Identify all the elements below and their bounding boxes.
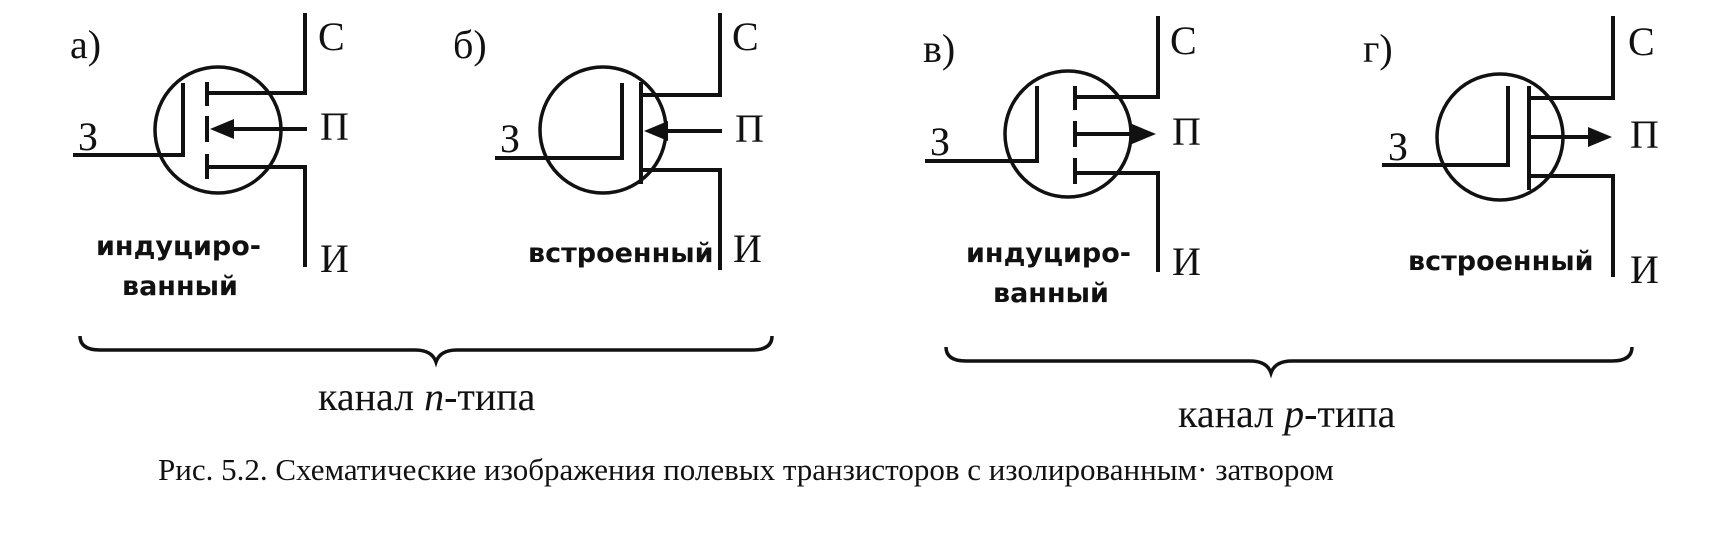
panel-c-source-label: И — [1172, 239, 1201, 284]
panel-d-arrow-out — [1588, 127, 1612, 147]
panel-a-drain-lead — [205, 13, 307, 95]
panel-d-gate-lead — [1382, 86, 1510, 167]
panel-c: в) С З П И индуциро- ванный — [923, 16, 1201, 309]
panel-d-drain-lead — [1527, 16, 1615, 100]
panel-b-source-label: И — [733, 226, 762, 271]
panel-b-note-line1: встроенный — [528, 238, 714, 269]
panel-c-substrate-label: П — [1172, 109, 1201, 154]
panel-d: г) С З П И встроенный — [1363, 16, 1659, 292]
panel-b-letter: б) — [453, 22, 487, 67]
panel-a-gate-label: З — [78, 114, 98, 159]
panel-b-arrow-in — [644, 121, 668, 141]
panel-d-drain-label: С — [1628, 19, 1655, 64]
panel-d-note-line1: встроенный — [1408, 246, 1594, 277]
group-n-suffix: -типа — [444, 374, 536, 419]
panel-c-arrow-out — [1132, 124, 1156, 144]
group-n-italic: n — [424, 374, 444, 419]
panel-a-letter: а) — [70, 22, 101, 67]
panel-c-note-line2: ванный — [993, 278, 1109, 309]
panel-d-gate-label: З — [1388, 124, 1408, 169]
group-n-label: канал n-типа — [318, 374, 536, 419]
panel-b-gate-label: З — [500, 116, 520, 161]
brace-n-channel — [78, 335, 774, 368]
panel-b-gate-lead — [495, 83, 624, 160]
panel-b: б) С З П И встроенный — [453, 13, 764, 271]
panel-a-source-label: И — [320, 236, 349, 281]
panel-d-substrate-label: П — [1630, 112, 1659, 157]
panel-c-note-line1: индуциро- — [966, 238, 1131, 269]
panel-c-drain-label: С — [1170, 18, 1197, 63]
panel-d-source-label: И — [1630, 247, 1659, 292]
panel-a-substrate-label: П — [320, 104, 349, 149]
group-p-suffix: -типа — [1304, 391, 1396, 436]
panel-b-drain-label: С — [732, 14, 759, 59]
panel-b-substrate-label: П — [735, 106, 764, 151]
panel-a-gate-lead — [73, 83, 185, 157]
panel-c-source-lead — [1073, 171, 1160, 272]
panel-a-arrow-in — [210, 119, 234, 139]
panel-a-source-lead — [205, 165, 307, 267]
panel-a-note-line1: индуциро- — [96, 231, 261, 262]
group-n-prefix: канал — [318, 374, 424, 419]
panel-d-letter: г) — [1363, 26, 1393, 71]
panel-d-source-lead — [1527, 174, 1615, 277]
panel-b-source-lead — [639, 168, 722, 270]
panel-a: а) С З П И индуциро- ванный — [70, 13, 349, 302]
panel-c-gate-label: З — [930, 119, 950, 164]
group-p-prefix: канал — [1178, 391, 1284, 436]
panel-c-letter: в) — [923, 26, 955, 71]
group-p-italic: p — [1281, 391, 1304, 436]
figure-caption: Рис. 5.2. Схематические изображения поле… — [158, 452, 1334, 487]
panel-c-drain-lead — [1073, 16, 1160, 99]
group-p-label: канал p-типа — [1178, 391, 1396, 436]
brace-p-channel — [944, 346, 1634, 379]
panel-a-note-line2: ванный — [122, 271, 238, 302]
panel-b-drain-lead — [639, 13, 722, 97]
panel-c-gate-lead — [925, 86, 1039, 163]
panel-a-drain-label: С — [318, 14, 345, 59]
